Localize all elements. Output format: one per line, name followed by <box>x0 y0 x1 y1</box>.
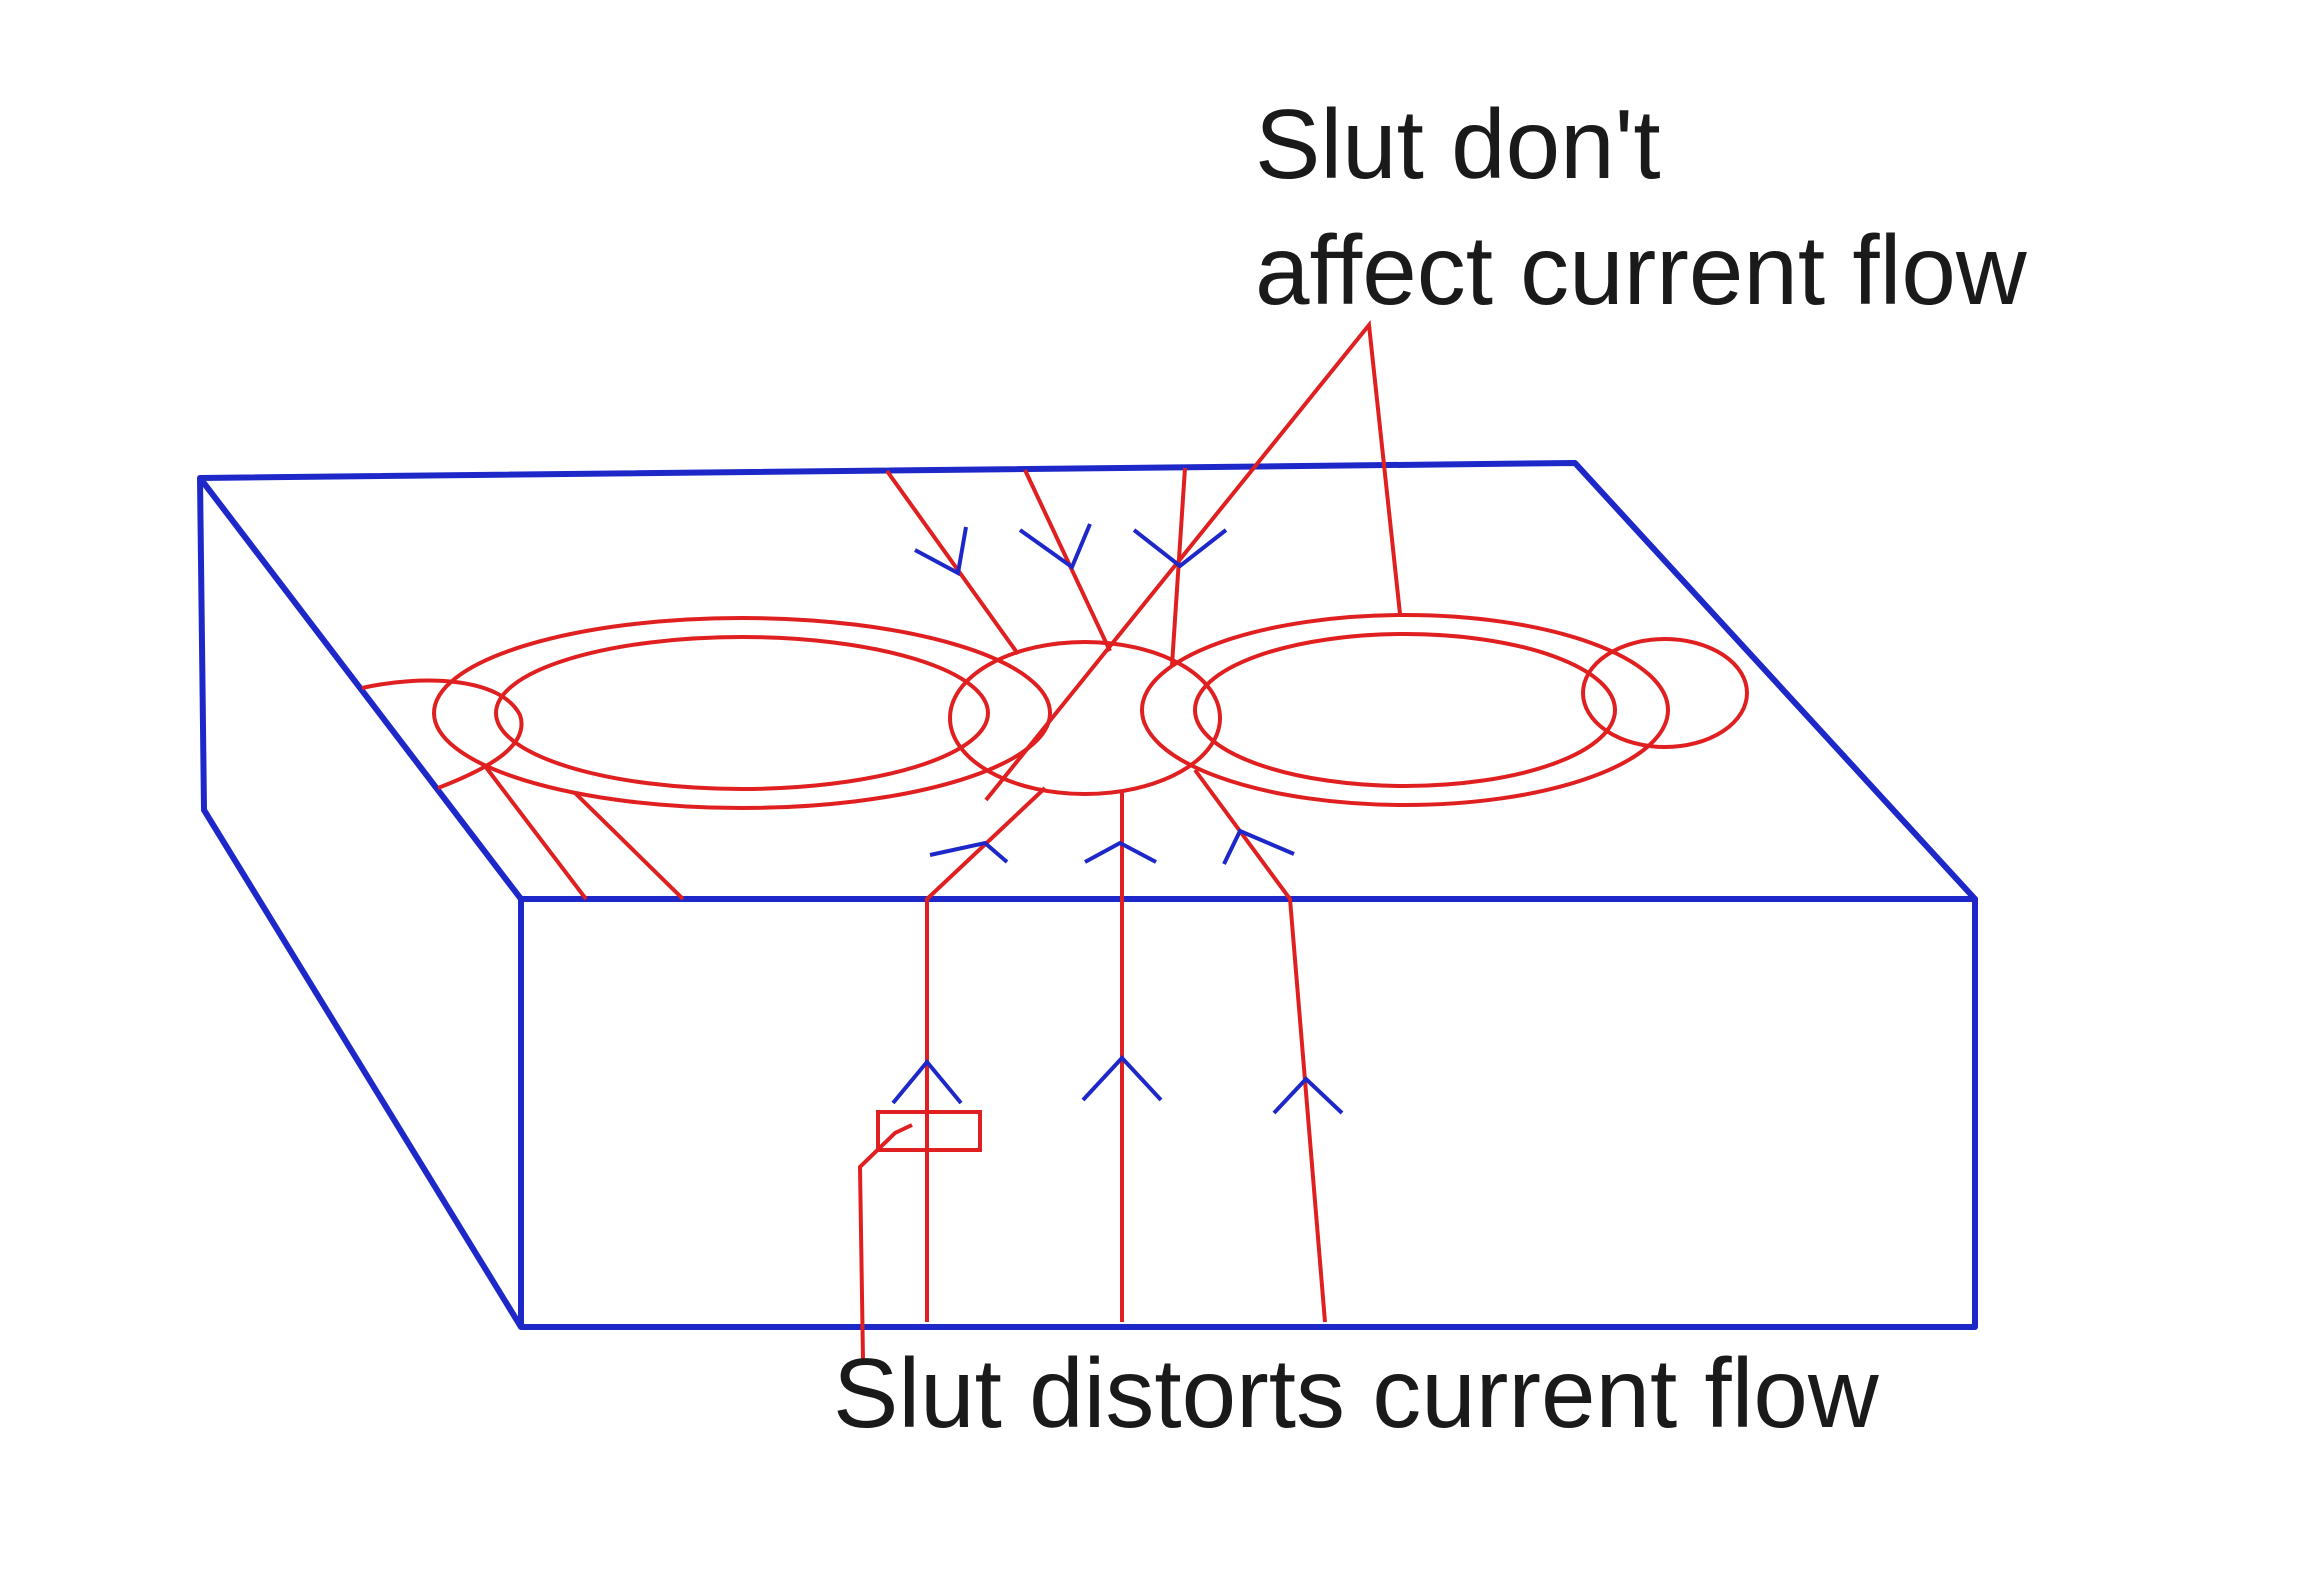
left-coil-inner-loop <box>494 635 990 791</box>
far-right-small-loop <box>1581 637 1749 749</box>
slot-leader-line <box>857 1123 913 1361</box>
arrow-icon <box>914 526 968 577</box>
center-small-loop <box>948 640 1222 796</box>
current-direction-arrows <box>891 523 1344 1115</box>
block-front-face <box>518 896 1978 1330</box>
flow-line-front-left <box>925 786 1047 1322</box>
test-block <box>197 460 1978 1330</box>
arrow-icon <box>1081 1055 1163 1102</box>
eddy-currents <box>361 319 1749 1361</box>
arrow-icon <box>1272 1076 1344 1115</box>
arrow-icon <box>1018 523 1092 571</box>
arrow-icon <box>929 840 1009 864</box>
arrow-icon <box>891 1058 963 1105</box>
arrow-icon <box>1222 828 1295 865</box>
arrow-icon <box>1084 840 1157 864</box>
right-coil-outer-loop <box>1140 613 1670 807</box>
flow-line-front-right <box>1193 768 1327 1323</box>
label-top-line-1: Slut don't <box>1255 89 1661 199</box>
right-coil-inner-loop <box>1193 632 1617 788</box>
arrow-icon <box>1132 528 1228 569</box>
callout-lines <box>984 319 1402 802</box>
block-left-face <box>197 477 524 1329</box>
left-coil-outer-loop <box>432 616 1052 810</box>
slot <box>876 1110 982 1152</box>
label-top-line-2: affect current flow <box>1255 215 2028 325</box>
flow-line-top-2 <box>1023 469 1112 652</box>
flow-line-top-1 <box>885 469 1020 656</box>
flow-line-left-2 <box>572 790 685 901</box>
label-bottom: Slut distorts current flow <box>833 1338 1880 1448</box>
flow-line-left-1 <box>483 764 588 901</box>
